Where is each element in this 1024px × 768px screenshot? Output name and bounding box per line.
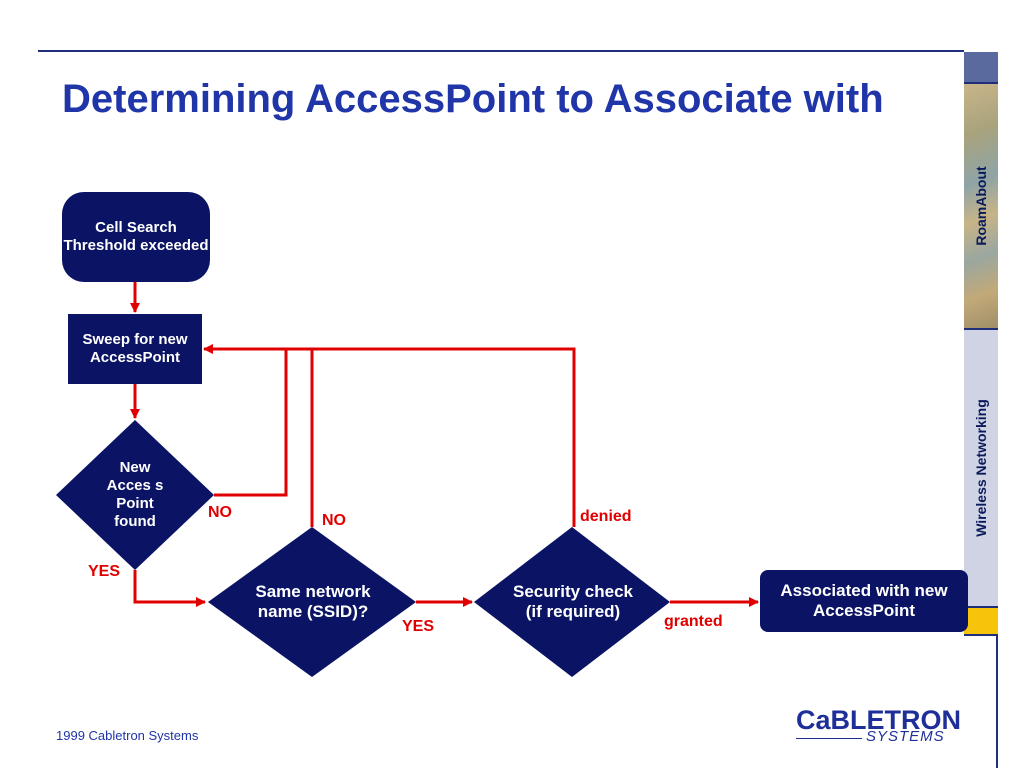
- slide-title: Determining AccessPoint to Associate wit…: [62, 77, 884, 121]
- connector-new-ap-no: [214, 349, 288, 497]
- sweep-node: [68, 314, 202, 384]
- label-no-ssid: NO: [322, 512, 346, 529]
- connector-security-denied: [203, 344, 576, 527]
- label-denied: denied: [580, 508, 632, 525]
- sidebar-yellow-block: [964, 608, 998, 636]
- footer-copyright: 1999 Cabletron Systems: [56, 728, 199, 743]
- decision-security-text: Security check (if required): [512, 581, 633, 621]
- sidebar-top-block: [964, 52, 998, 84]
- sidebar-map-image: RoamAbout: [964, 84, 998, 330]
- decision-new-ap-text: New Acces s Point found: [106, 459, 164, 530]
- label-yes-ssid: YES: [402, 618, 435, 635]
- logo-subtext: SYSTEMS: [866, 728, 945, 745]
- logo-underline: [796, 738, 862, 739]
- end-node-text: Associated with new AccessPoint: [780, 580, 948, 620]
- header-rule: [38, 50, 964, 52]
- label-granted: granted: [664, 613, 723, 630]
- end-node: [760, 570, 968, 632]
- connector-new-ap-yes: [133, 570, 206, 607]
- sweep-node-text: Sweep for new AccessPoint: [82, 331, 188, 366]
- decision-new-ap-node: [56, 420, 214, 570]
- sidebar-grey-block: Wireless Networking: [964, 330, 998, 608]
- start-node-text: Cell Search Threshold exceeded: [63, 219, 209, 254]
- cabletron-logo: CaBLETRON SYSTEMS: [796, 705, 962, 752]
- label-no-new-ap: NO: [208, 504, 232, 521]
- decision-ssid-node: [208, 527, 416, 677]
- start-node: [62, 192, 210, 282]
- label-yes-new-ap: YES: [88, 563, 121, 580]
- logo-wordmark: CaBLETRON: [796, 705, 962, 735]
- sidebar-rule: [996, 634, 998, 768]
- decision-security-node: [474, 527, 670, 677]
- decision-ssid-text: Same network name (SSID)?: [255, 581, 371, 621]
